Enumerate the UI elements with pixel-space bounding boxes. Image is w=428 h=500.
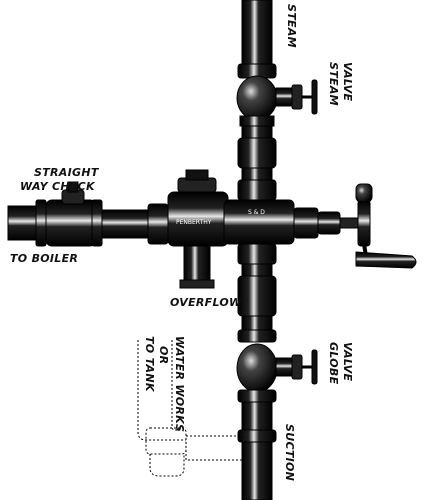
to-tank-label-line1: TO TANK <box>143 336 156 393</box>
injector-lever <box>339 183 417 269</box>
steam-union <box>237 125 277 181</box>
labels: STEAM STEAM VALVE STRAIGHT WAY CHECK TO … <box>10 4 354 481</box>
to-boiler-label: TO BOILER <box>10 252 78 265</box>
overflow-label: OVERFLOW <box>170 296 242 309</box>
injector-mark: S & D <box>248 209 265 216</box>
steam-valve <box>236 75 318 127</box>
steam-pipe <box>237 0 277 79</box>
suction-pipe <box>237 401 277 500</box>
globe-valve-label-line2: VALVE <box>341 342 354 381</box>
to-tank-label-line2: OR <box>157 346 170 364</box>
globe-valve <box>236 343 318 403</box>
injector-body: S & D PENBERTHY <box>176 179 341 265</box>
injector-text: PENBERTHY <box>176 219 212 226</box>
steam-valve-label-line2: VALVE <box>341 62 354 101</box>
suction-label: SUCTION <box>283 424 296 481</box>
globe-valve-label-line1: GLOBE <box>327 342 340 385</box>
steam-label: STEAM <box>285 4 298 48</box>
straight-way-check-label-line2: WAY CHECK <box>20 180 96 193</box>
tank-branch-dotted <box>137 340 243 477</box>
to-tank-label-line3: WATER WORKS <box>173 336 186 432</box>
check-to-injector-pipe <box>101 203 169 245</box>
overflow-fitting <box>167 169 229 289</box>
suction-union <box>237 263 277 343</box>
straight-way-check-valve <box>45 181 103 247</box>
steam-valve-label-line1: STEAM <box>327 62 340 106</box>
straight-way-check-label-line1: STRAIGHT <box>34 166 100 179</box>
